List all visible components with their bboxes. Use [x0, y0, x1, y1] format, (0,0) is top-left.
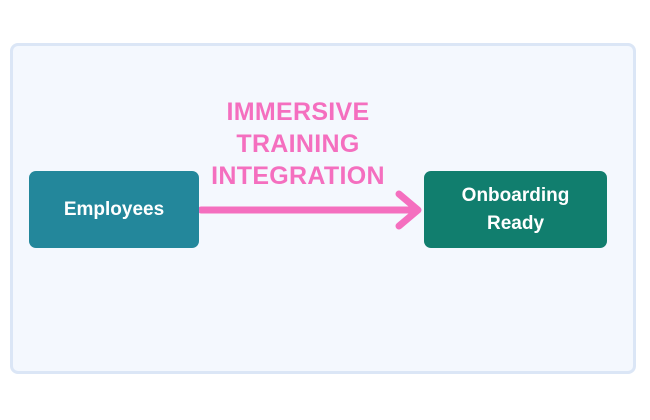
onboarding-ready-node-label: Onboarding Ready [461, 184, 570, 234]
employees-node-label: Employees [63, 198, 165, 220]
connector-label: IMMERSIVE TRAINING INTEGRATION [211, 98, 385, 190]
employees-node: Employees [29, 171, 199, 248]
onboarding-ready-node: Onboarding Ready [424, 171, 607, 248]
